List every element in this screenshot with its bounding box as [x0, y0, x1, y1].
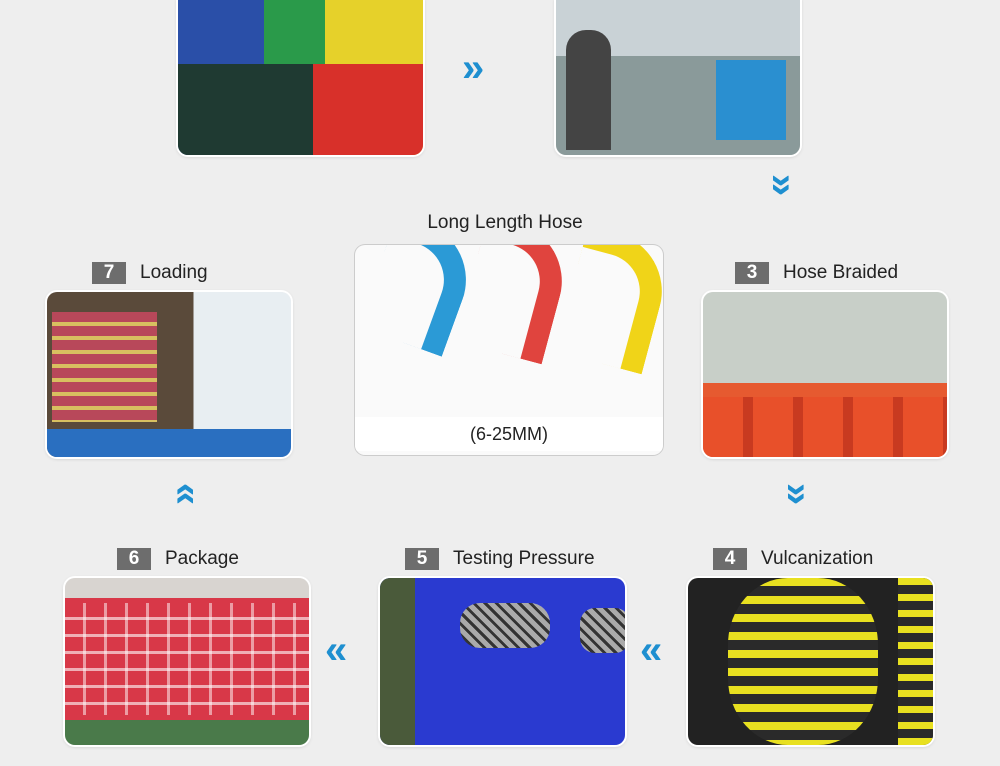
step-4-label: 4 Vulcanization [713, 548, 873, 570]
step-number-badge: 4 [713, 548, 747, 570]
arrow-up-icon: » [161, 482, 206, 506]
step-number-badge: 5 [405, 548, 439, 570]
step-number-badge: 7 [92, 262, 126, 284]
step-1-photo [178, 0, 423, 155]
step-7-label: 7 Loading [92, 262, 208, 284]
step-title: Testing Pressure [453, 548, 595, 569]
center-hose-photo: (6-25MM) [355, 245, 663, 455]
step-3-label: 3 Hose Braided [735, 262, 898, 284]
step-6-label: 6 Package [117, 548, 239, 570]
step-7-photo [47, 292, 291, 457]
step-5-photo [380, 578, 625, 745]
center-title: Long Length Hose [427, 212, 583, 233]
step-title: Vulcanization [761, 548, 874, 569]
arrow-right-icon: » [462, 46, 485, 90]
step-title: Hose Braided [783, 262, 899, 283]
step-title: Package [165, 548, 239, 569]
step-5-label: 5 Testing Pressure [405, 548, 595, 570]
arrow-left-icon: « [640, 628, 663, 672]
arrow-down-icon: » [761, 173, 806, 197]
step-2-photo [556, 0, 800, 155]
caption: (6-25MM) [355, 417, 663, 451]
step-3-photo [703, 292, 947, 457]
step-number-badge: 6 [117, 548, 151, 570]
step-number-badge: 3 [735, 262, 769, 284]
arrow-left-icon: « [325, 628, 348, 672]
step-6-photo [65, 578, 309, 745]
step-title: Loading [140, 262, 208, 283]
arrow-down-icon: » [776, 482, 821, 506]
step-4-photo [688, 578, 933, 745]
